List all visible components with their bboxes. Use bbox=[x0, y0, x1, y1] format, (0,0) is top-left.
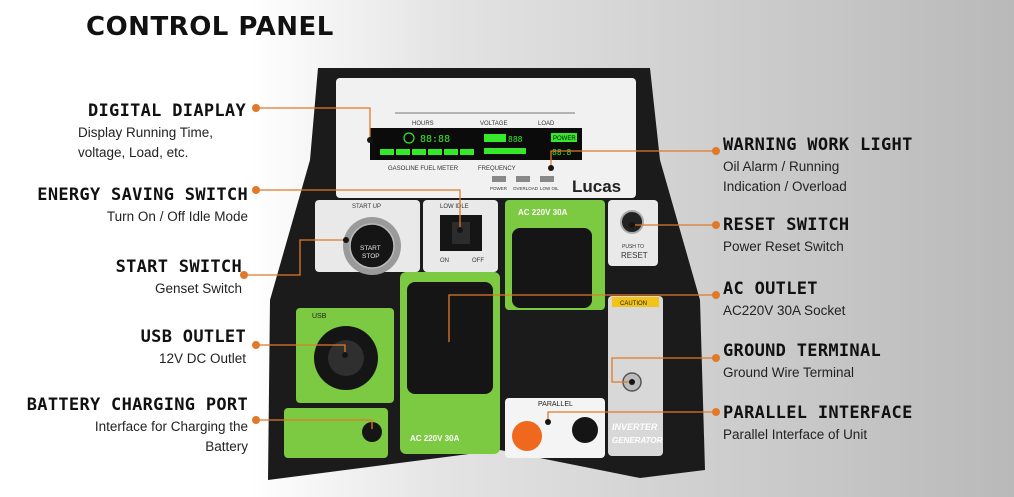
page-title: CONTROL PANEL bbox=[86, 12, 334, 42]
callout-digital-display: DIGITAL DIAPLAY Display Running Time, vo… bbox=[0, 100, 246, 161]
leader-warning bbox=[550, 150, 716, 168]
callout-reset-switch: RESET SWITCH Power Reset Switch bbox=[723, 214, 1003, 256]
callout-ac-outlet: AC OUTLET AC220V 30A Socket bbox=[723, 278, 1003, 320]
start-btn-text: START bbox=[360, 245, 381, 252]
callout-ground-terminal: GROUND TERMINAL Ground Wire Terminal bbox=[723, 340, 1003, 382]
leader-start bbox=[244, 239, 346, 276]
parallel-port-orange[interactable] bbox=[512, 421, 542, 451]
callout-warning-light: WARNING WORK LIGHT Oil Alarm / Running I… bbox=[723, 134, 1003, 195]
leader-lines bbox=[244, 107, 716, 432]
start-up-label: START UP bbox=[352, 204, 381, 210]
clock-icon bbox=[403, 132, 415, 144]
leader-parallel bbox=[547, 411, 716, 422]
parallel-label: PARALLEL bbox=[538, 401, 573, 408]
callout-battery-port: BATTERY CHARGING PORT Interface for Char… bbox=[0, 394, 248, 455]
ac-label-bottom: AC 220V 30A bbox=[410, 434, 460, 443]
ac-socket-bottom[interactable] bbox=[407, 282, 493, 394]
callout-desc: Power Reset Switch bbox=[723, 239, 844, 255]
callout-desc: Battery bbox=[205, 438, 248, 454]
callout-desc: Interface for Charging the bbox=[94, 419, 248, 435]
callout-desc: Indication / Overload bbox=[723, 178, 847, 194]
leader-energy bbox=[256, 189, 461, 230]
ind-power-label: POWER bbox=[490, 186, 508, 191]
voltage-label: VOLTAGE bbox=[480, 121, 507, 127]
leader-usb bbox=[256, 344, 346, 355]
callout-title: GROUND TERMINAL bbox=[723, 341, 882, 361]
brand-logo: Lucas bbox=[572, 177, 621, 196]
ac-label-top: AC 220V 30A bbox=[518, 208, 568, 217]
push-to-label: PUSH TO bbox=[622, 244, 644, 250]
callout-desc: Ground Wire Terminal bbox=[723, 365, 855, 381]
callout-title: ENERGY SAVING SWITCH bbox=[37, 185, 248, 205]
callout-title: WARNING WORK LIGHT bbox=[723, 135, 913, 155]
callout-desc: voltage, Load, etc. bbox=[78, 144, 189, 160]
lcd-screen bbox=[370, 128, 582, 160]
callout-desc: Oil Alarm / Running bbox=[723, 159, 840, 175]
stop-btn-text: STOP bbox=[362, 253, 380, 260]
power-indicator bbox=[492, 176, 506, 182]
lcd-time: 88:88 bbox=[420, 134, 450, 145]
idle-on-label: ON bbox=[440, 258, 449, 264]
callout-title: PARALLEL INTERFACE bbox=[723, 403, 913, 423]
callout-title: USB OUTLET bbox=[140, 327, 246, 347]
callout-title: BATTERY CHARGING PORT bbox=[26, 395, 248, 415]
callout-energy-saving: ENERGY SAVING SWITCH Turn On / Off Idle … bbox=[0, 184, 248, 226]
overload-indicator bbox=[516, 176, 530, 182]
reset-label: RESET bbox=[621, 251, 648, 260]
callout-desc: Parallel Interface of Unit bbox=[723, 427, 868, 443]
caution-label: CAUTION bbox=[620, 301, 647, 307]
lcd-power: POWER bbox=[553, 136, 576, 142]
lcd-volt: 888 bbox=[508, 135, 523, 144]
callout-title: RESET SWITCH bbox=[723, 215, 850, 235]
callout-desc: AC220V 30A Socket bbox=[723, 303, 846, 319]
low-idle-label: LOW IDLE bbox=[440, 204, 469, 210]
leader-battery bbox=[256, 419, 373, 432]
caution-banner bbox=[612, 297, 659, 307]
idle-rocker bbox=[452, 222, 470, 244]
generator-text: GENERATOR bbox=[612, 436, 663, 445]
fuel-bars bbox=[380, 148, 526, 155]
callout-parallel-interface: PARALLEL INTERFACE Parallel Interface of… bbox=[723, 402, 1003, 444]
lcd-volt-badge bbox=[484, 134, 506, 142]
leader-end-dots bbox=[342, 137, 635, 435]
leader-dots bbox=[240, 104, 720, 424]
load-label: LOAD bbox=[538, 121, 555, 127]
leader-ground bbox=[611, 357, 716, 383]
callout-desc: Genset Switch bbox=[154, 281, 242, 297]
leader-ac bbox=[448, 294, 716, 345]
usb-label: USB bbox=[312, 313, 327, 320]
usb-socket-inner bbox=[328, 340, 364, 376]
inverter-text: INVERTER bbox=[612, 422, 658, 432]
callout-title: AC OUTLET bbox=[723, 279, 818, 299]
callout-title: DIGITAL DIAPLAY bbox=[87, 101, 246, 121]
callout-start-switch: START SWITCH Genset Switch bbox=[2, 256, 242, 298]
low-oil-indicator bbox=[540, 176, 554, 182]
callout-desc: Display Running Time, bbox=[78, 125, 214, 141]
parallel-port-black[interactable] bbox=[572, 417, 598, 443]
ind-overload-label: OVERLOAD bbox=[513, 186, 539, 191]
start-stop-button[interactable] bbox=[349, 223, 395, 269]
ind-lowoil-label: LOW OIL bbox=[540, 186, 559, 191]
callout-desc: 12V DC Outlet bbox=[158, 351, 246, 367]
callout-desc: Turn On / Off Idle Mode bbox=[106, 209, 248, 225]
leader-display bbox=[256, 107, 371, 140]
frequency-label: FREQUENCY bbox=[478, 166, 516, 172]
callout-title: START SWITCH bbox=[115, 257, 242, 277]
idle-off-label: OFF bbox=[472, 258, 484, 264]
hours-label: HOURS bbox=[412, 121, 434, 127]
fuel-meter-label: GASOLINE FUEL METER bbox=[388, 166, 459, 172]
ac-socket-top[interactable] bbox=[512, 228, 592, 308]
lcd-power-badge bbox=[551, 133, 577, 142]
callout-usb-outlet: USB OUTLET 12V DC Outlet bbox=[6, 326, 246, 368]
lcd-freq: 88.8 bbox=[552, 148, 571, 157]
